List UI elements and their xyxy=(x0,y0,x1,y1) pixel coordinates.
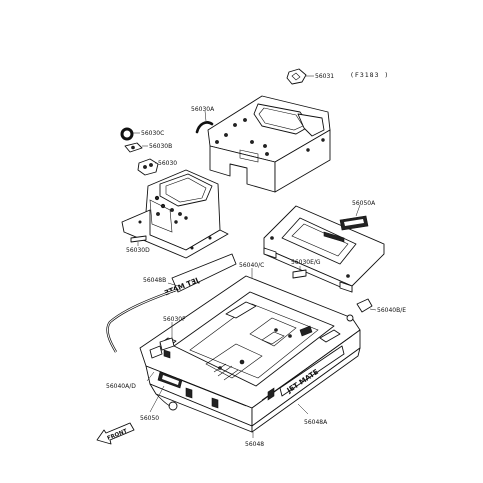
label-56030B: 56030B xyxy=(149,143,172,150)
label-56030D: 56030D xyxy=(126,247,150,254)
diagram-code: (F3183 ) xyxy=(350,71,389,79)
label-56030C: 56030C xyxy=(141,130,164,137)
bracket-56030B xyxy=(124,142,148,153)
emblem-56031 xyxy=(286,68,314,85)
label-56048: 56048 xyxy=(245,441,264,448)
tag-56030EG xyxy=(292,269,307,279)
label-56048A: 56048A xyxy=(304,419,328,426)
tag-56040BE xyxy=(356,298,377,313)
front-arrow: FRONT xyxy=(96,422,135,445)
label-56030F: 56030F xyxy=(163,316,186,323)
strip-56030D xyxy=(130,235,147,246)
tags-56030F xyxy=(149,322,175,359)
leader-56040AD xyxy=(146,371,155,382)
ring-56030C xyxy=(120,127,140,141)
label-56030EG: 56030E/G xyxy=(291,259,321,266)
label-56050A: 56050A xyxy=(352,200,376,207)
leader-56050 xyxy=(149,385,165,413)
cable-56030A xyxy=(195,110,214,134)
hull: JET MATE xyxy=(139,275,361,433)
upper-cover xyxy=(207,95,331,193)
label-56040C: 56040/C xyxy=(239,262,264,269)
lower-cover xyxy=(121,169,229,259)
label-56040AD: 56040A/D xyxy=(106,383,136,390)
label-56031: 56031 xyxy=(315,73,334,80)
switch-panel-56030 xyxy=(137,158,159,176)
label-56030: 56030 xyxy=(158,160,177,167)
label-56030A: 56030A xyxy=(191,106,215,113)
label-56048B: 56048B xyxy=(143,277,166,284)
trim-rod xyxy=(106,288,177,353)
rear-handle xyxy=(263,204,385,293)
leader-56048A xyxy=(297,403,309,415)
label-56050: 56050 xyxy=(140,415,159,422)
label-56040BE: 56040B/E xyxy=(377,307,406,314)
